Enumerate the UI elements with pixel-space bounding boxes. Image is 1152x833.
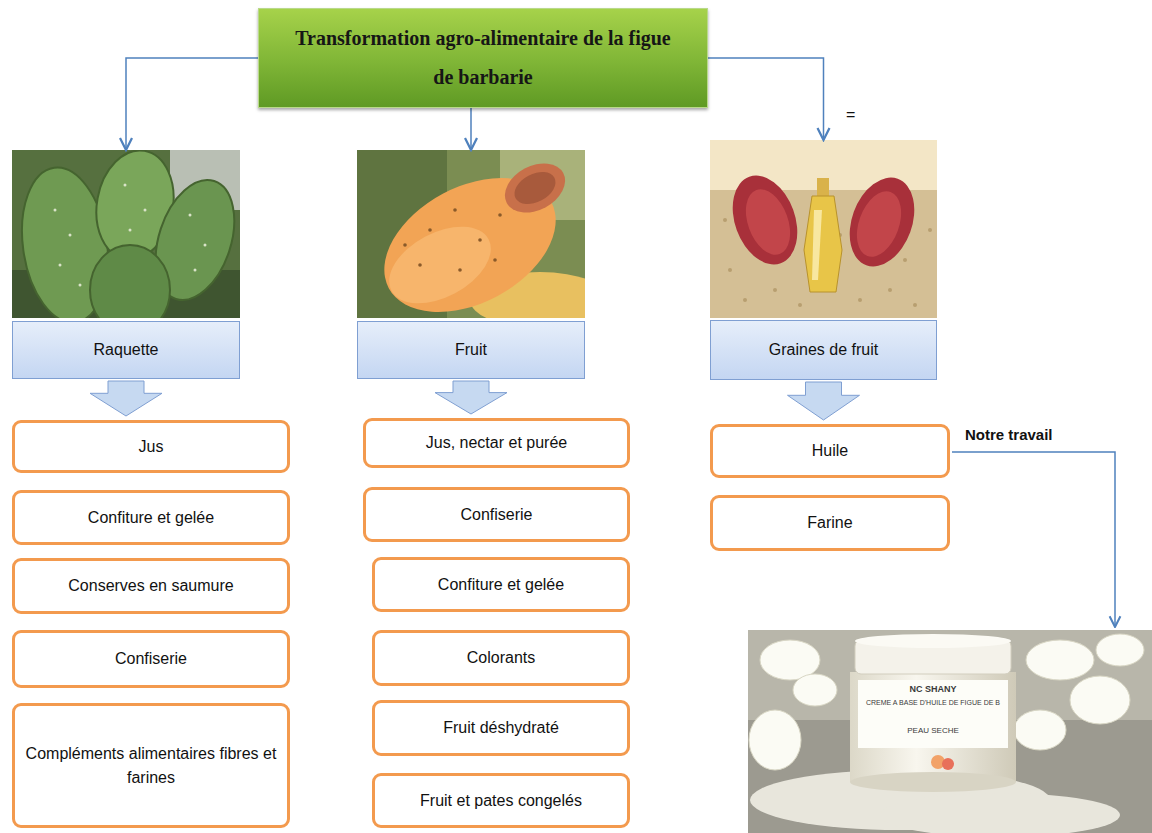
node-text: Jus: [139, 435, 164, 458]
fruit-photo: [357, 150, 585, 318]
category-node: Raquette: [12, 150, 240, 379]
category-node: Fruit: [357, 150, 585, 379]
node-text: Conserves en saumure: [68, 574, 233, 597]
connector-arrow: [470, 108, 472, 150]
node-text: Confiserie: [115, 647, 187, 670]
connector-arrow: [708, 58, 824, 140]
product-box: Confiserie: [12, 630, 290, 688]
text-group: Fruit déshydraté: [443, 716, 559, 739]
node-text: Colorants: [467, 646, 535, 669]
node-text: Confiserie: [460, 503, 532, 526]
node-text: Graines de fruit: [769, 341, 878, 359]
product-box: Compléments alimentaires fibres et farin…: [12, 703, 290, 828]
text-group: Compléments alimentaires fibres et farin…: [25, 742, 277, 788]
text-group: Confiserie: [460, 503, 532, 526]
cream-product-photo: [748, 630, 1152, 833]
node-text: Confiture et gelée: [438, 573, 564, 596]
text-group: Huile: [812, 439, 848, 462]
text-group: Fruit et pates congelés: [420, 789, 582, 812]
node-text: Jus, nectar et purée: [426, 431, 567, 454]
node-text: Compléments alimentaires fibres et farin…: [25, 742, 277, 788]
node-text: Raquette: [94, 341, 159, 359]
node-text: Fruit déshydraté: [443, 716, 559, 739]
product-box: Conserves en saumure: [12, 558, 290, 614]
connector-arrow: [126, 58, 258, 150]
product-label: PEAU SECHE: [858, 726, 1008, 735]
product-box: Farine: [710, 495, 950, 551]
node-text: Fruit et pates congelés: [420, 789, 582, 812]
callout-text: Notre travail: [965, 426, 1053, 443]
text-group: Graines de fruit: [769, 341, 878, 359]
connector-arrow: [788, 382, 860, 420]
connector-arrow: [90, 381, 162, 416]
category-node: Graines de fruit: [710, 140, 937, 380]
leader-line: [952, 452, 1115, 627]
product-box: Jus, nectar et purée: [363, 418, 630, 468]
product-box: Jus: [12, 420, 290, 473]
product-box: Fruit et pates congelés: [372, 773, 630, 828]
text-group: Jus, nectar et purée: [426, 431, 567, 454]
product-box: Fruit déshydraté: [372, 700, 630, 756]
text-group: Colorants: [467, 646, 535, 669]
seeds-oil-photo: [710, 140, 937, 318]
title-box: Transformation agro-alimentaire de la fi…: [258, 8, 708, 108]
equals-sign: =: [846, 106, 855, 124]
text-group: Confiture et gelée: [88, 506, 214, 529]
connector-arrow: [435, 381, 507, 414]
node-text: Farine: [807, 511, 852, 534]
text-group: Jus: [139, 435, 164, 458]
text-group: Confiserie: [115, 647, 187, 670]
text-group: Raquette: [94, 341, 159, 359]
cactus-photo: [12, 150, 240, 318]
product-box: Confiserie: [363, 487, 630, 542]
product-box: Colorants: [372, 630, 630, 686]
text-group: Transformation agro-alimentaire de la fi…: [294, 19, 672, 97]
node-text: Confiture et gelée: [88, 506, 214, 529]
product-label: CREME A BASE D'HUILE DE FIGUE DE B: [858, 699, 1008, 707]
text-group: Conserves en saumure: [68, 574, 233, 597]
category-box: Graines de fruit: [710, 320, 937, 380]
category-box: Fruit: [357, 321, 585, 379]
node-text: Huile: [812, 439, 848, 462]
text-group: Fruit: [455, 341, 487, 359]
node-text: Fruit: [455, 341, 487, 359]
category-box: Raquette: [12, 321, 240, 379]
product-box: Confiture et gelée: [372, 557, 630, 612]
text-group: Confiture et gelée: [438, 573, 564, 596]
product-label: NC SHANY: [858, 684, 1008, 694]
text-group: Farine: [807, 511, 852, 534]
product-box: Confiture et gelée: [12, 490, 290, 545]
node-text: Transformation agro-alimentaire de la fi…: [294, 19, 672, 97]
product-box: Huile: [710, 424, 950, 478]
